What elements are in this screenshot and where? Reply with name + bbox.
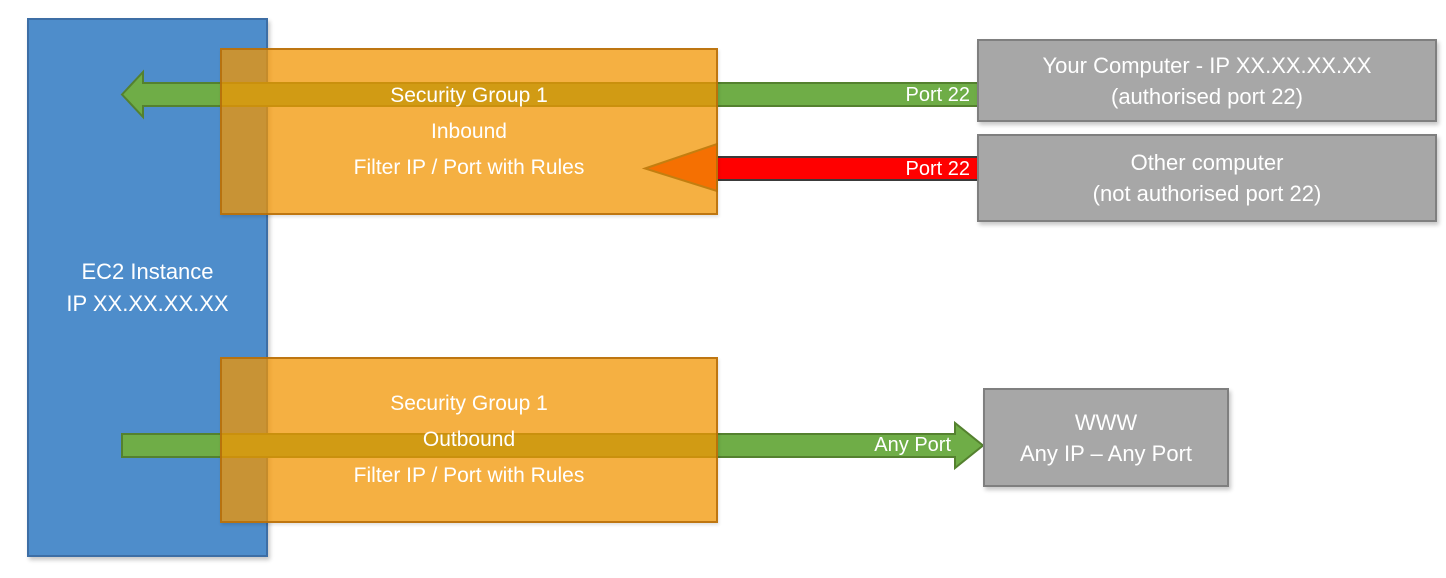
ec2-instance-ip: IP XX.XX.XX.XX [66, 290, 229, 316]
your-computer-box: Your Computer - IP XX.XX.XX.XX (authoris… [977, 39, 1437, 122]
www-title: WWW [1074, 409, 1138, 435]
your-computer-title: Your Computer - IP XX.XX.XX.XX [1042, 52, 1372, 78]
other-computer-note: (not authorised port 22) [1092, 181, 1322, 206]
sg-inbound-direction: Inbound [431, 119, 507, 143]
your-computer-note: (authorised port 22) [1111, 83, 1303, 109]
any-port-label: Any Port [874, 434, 951, 456]
sg-inbound-description: Filter IP / Port with Rules [353, 155, 585, 179]
other-computer-title: Other computer [1130, 150, 1284, 175]
other-computer-box: Other computer (not authorised port 22) [977, 134, 1437, 222]
port-22-blocked-label: Port 22 [905, 158, 970, 180]
port-22-allowed-label: Port 22 [905, 84, 970, 106]
www-box: WWW Any IP – Any Port [983, 388, 1229, 487]
sg-outbound-direction: Outbound [422, 428, 516, 451]
security-group-outbound-box: Security Group 1 Outbound Filter IP / Po… [220, 357, 718, 523]
ec2-instance-title: EC2 Instance [81, 258, 214, 284]
www-note: Any IP – Any Port [1019, 440, 1193, 466]
security-group-inbound-box: Security Group 1 Inbound Filter IP / Por… [220, 48, 718, 215]
sg-outbound-description: Filter IP / Port with Rules [353, 464, 585, 487]
sg-outbound-title: Security Group 1 [390, 392, 548, 415]
sg-inbound-title: Security Group 1 [390, 83, 548, 107]
